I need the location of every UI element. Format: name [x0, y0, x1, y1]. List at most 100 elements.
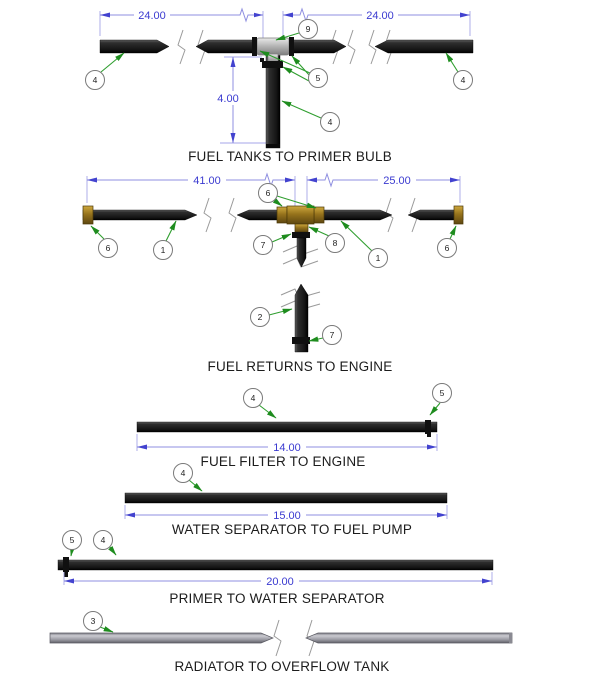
hose-clamp — [292, 337, 310, 344]
section-primer-to-water-separator: 20.00 5 4 PRIMER TO WATER SEPARATOR — [57, 530, 494, 606]
balloon-hose: 4 — [93, 530, 113, 550]
leader-line — [275, 32, 300, 41]
balloon-circle — [98, 238, 118, 258]
balloon-circle — [62, 530, 82, 550]
leader-line — [99, 626, 114, 633]
dimension-value: 24.00 — [366, 10, 394, 22]
dimension-text-gap — [212, 91, 245, 105]
tee-fitting-silver — [256, 37, 290, 56]
brass-fitting-left — [82, 205, 94, 225]
balloon-number: 5 — [70, 535, 75, 545]
balloon-hose: 4 — [173, 463, 193, 483]
balloon-right-fitting: 6 — [437, 238, 457, 258]
dimension-break — [234, 7, 254, 23]
balloon-circle — [173, 463, 193, 483]
radiator-hose-left — [49, 632, 274, 644]
dimension-text-gap — [268, 508, 306, 522]
balloon-circle — [93, 530, 113, 550]
return-hose-drop — [296, 237, 307, 268]
balloon-tee-fitting: 8 — [325, 233, 345, 253]
balloon-circle — [368, 248, 388, 268]
balloon-circle — [258, 183, 278, 203]
balloon-number: 7 — [330, 330, 335, 340]
balloon-number: 7 — [261, 240, 266, 250]
leader-line — [272, 198, 283, 207]
section-title: RADIATOR TO OVERFLOW TANK — [174, 659, 389, 674]
balloon-circle — [432, 383, 452, 403]
balloon-right-hose: 1 — [368, 248, 388, 268]
dimension-break — [258, 172, 280, 188]
leader-line — [291, 55, 311, 77]
leader-line — [100, 52, 125, 73]
filter-hose — [136, 421, 438, 433]
dimension-text-gap — [362, 8, 398, 22]
dimension-value: 41.00 — [193, 175, 221, 187]
section-fuel-returns-to-engine: 41.00 25.00 — [82, 172, 464, 374]
balloon-circle — [250, 307, 270, 327]
balloon-circle — [83, 611, 103, 631]
section-title: PRIMER TO WATER SEPARATOR — [169, 591, 384, 606]
dimension-20: 20.00 — [63, 572, 493, 588]
balloon-left-fitting: 6 — [98, 238, 118, 258]
break-symbol — [228, 197, 237, 233]
fuel-hose-left — [99, 39, 170, 54]
break-symbol — [282, 257, 319, 268]
dimension-text-gap — [134, 8, 170, 22]
dimension-break — [318, 172, 340, 188]
dimension-text-gap — [378, 173, 416, 187]
leader-line — [90, 225, 105, 240]
dimension-drop-4: 4.00 — [212, 56, 266, 144]
dimension-left-24: 24.00 — [99, 7, 264, 54]
section-fuel-filter-to-engine: 14.00 4 5 FUEL FILTER TO ENGINE — [136, 383, 452, 469]
balloon-number: 6 — [106, 243, 111, 253]
balloon-number: 4 — [181, 468, 186, 478]
brass-tee-body — [286, 205, 315, 225]
leader-line — [165, 220, 177, 242]
break-symbol — [273, 619, 282, 657]
balloon-clamps: 5 — [308, 68, 328, 88]
balloon-circle — [253, 235, 273, 255]
balloon-number: 6 — [266, 188, 271, 198]
dimension-left-41: 41.00 — [86, 172, 296, 206]
break-symbol — [347, 29, 356, 65]
balloon-left-hose: 1 — [153, 240, 173, 260]
dimension-15: 15.00 — [124, 505, 448, 522]
hose-clamp — [289, 37, 294, 56]
leader-line — [188, 479, 203, 492]
break-symbol — [368, 29, 377, 65]
leader-line — [268, 308, 293, 316]
break-symbol — [177, 29, 186, 65]
separator-hose — [124, 492, 448, 504]
section-water-separator-to-fuel-pump: 15.00 4 WATER SEPARATOR TO FUEL PUMP — [124, 463, 448, 537]
balloon-number: 8 — [333, 238, 338, 248]
leader-line — [276, 195, 317, 209]
dimension-right-25: 25.00 — [306, 172, 461, 206]
balloon-number: 4 — [101, 535, 106, 545]
balloon-circle — [453, 70, 473, 90]
balloon-number: 1 — [376, 253, 381, 263]
brass-tee-stub — [294, 223, 309, 233]
leader-line — [445, 52, 459, 73]
dimension-value: 24.00 — [138, 10, 166, 22]
dimension-text-gap — [188, 173, 226, 187]
balloon-hose: 3 — [83, 611, 103, 631]
balloon-circle — [325, 233, 345, 253]
dimension-value: 4.00 — [217, 93, 238, 105]
return-hose-left — [82, 209, 198, 221]
section-radiator-to-overflow-tank: 3 RADIATOR TO OVERFLOW TANK — [49, 611, 513, 674]
balloon-circle — [243, 388, 263, 408]
balloon-number: 6 — [445, 243, 450, 253]
balloon-number: 4 — [461, 75, 466, 85]
hose-clamp — [425, 420, 431, 434]
leader-line — [271, 233, 292, 243]
section-title: FUEL RETURNS TO ENGINE — [208, 359, 393, 374]
break-symbol — [203, 197, 212, 233]
leader-line — [282, 66, 310, 82]
dimension-value: 25.00 — [383, 175, 411, 187]
dimension-text-gap — [268, 440, 306, 454]
brass-tee-nut-left — [276, 206, 288, 224]
section-fuel-tanks-to-primer-bulb: 24.00 24.00 4.00 — [85, 7, 474, 164]
clamp-screw — [64, 571, 68, 577]
dimension-value: 14.00 — [273, 442, 301, 454]
